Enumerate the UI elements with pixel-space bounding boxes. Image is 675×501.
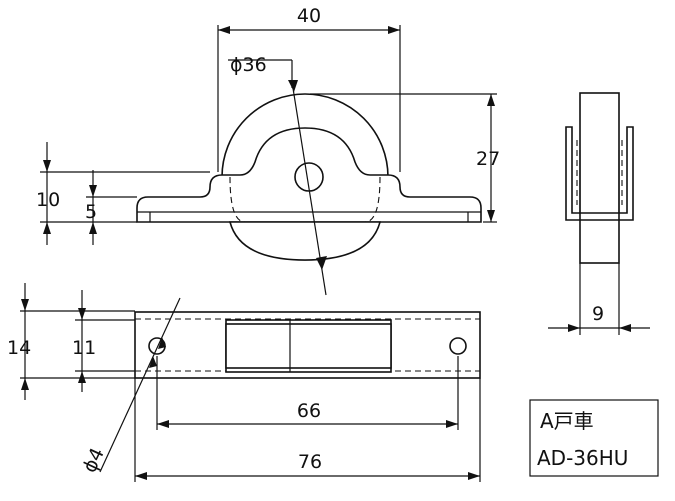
dim-5-text: 5: [85, 201, 97, 223]
arrow-27-bottom: [487, 210, 495, 222]
dim-phi4-text: ϕ4: [79, 444, 109, 476]
dim-66-text: 66: [297, 400, 321, 422]
arrow-phi4-bottom: [149, 356, 157, 368]
dim-27-text: 27: [476, 148, 500, 170]
arrow-10-top: [43, 160, 51, 172]
label-line1: A戸車: [540, 409, 594, 433]
label-line2: AD-36HU: [537, 446, 628, 470]
arrow-27-top: [487, 94, 495, 106]
side-wheel: [579, 92, 620, 264]
arrow-10-bottom: [43, 222, 51, 234]
dim-11-text: 11: [72, 337, 96, 359]
mount-hole-right: [449, 337, 467, 355]
arrow-phi36-bottom: [316, 256, 327, 270]
dim-phi36-text: ϕ36: [230, 54, 267, 76]
arrow-76-left: [135, 472, 147, 480]
dim-76-text: 76: [298, 451, 322, 473]
top-view: 14 11 66 76 ϕ4: [7, 283, 481, 482]
arrow-11-bottom: [78, 371, 86, 383]
arrow-9-right: [619, 324, 631, 332]
phi4-leader: [99, 297, 181, 473]
arrow-14-top: [21, 299, 29, 311]
front-view: 40 ϕ36 27 10 5: [36, 5, 500, 296]
arrow-14-bottom: [21, 378, 29, 390]
side-bracket: [565, 126, 634, 221]
dim-40-text: 40: [297, 5, 321, 27]
dim-10-text: 10: [36, 189, 60, 211]
arrow-66-right: [446, 420, 458, 428]
arrow-5-top: [89, 185, 97, 197]
arrow-phi36-top: [288, 80, 298, 92]
wheel-hidden-r: [364, 176, 381, 223]
arrow-11-top: [78, 308, 86, 320]
product-label-box: A戸車 AD-36HU: [529, 399, 659, 477]
dim-9-text: 9: [592, 303, 604, 325]
wheel-hidden: [229, 176, 246, 223]
label-frame: [529, 399, 659, 477]
wheel-lower: [228, 221, 382, 261]
side-view: 9: [548, 92, 650, 335]
arrow-9-left: [568, 324, 580, 332]
arrow-66-left: [157, 420, 169, 428]
dim-14-text: 14: [7, 337, 31, 359]
arrow-40-right: [388, 26, 400, 34]
arrow-40-left: [218, 26, 230, 34]
arrow-76-right: [468, 472, 480, 480]
wheel-top: [225, 323, 392, 369]
arrow-5-bottom: [89, 222, 97, 234]
arrow-phi4-top: [158, 337, 166, 349]
